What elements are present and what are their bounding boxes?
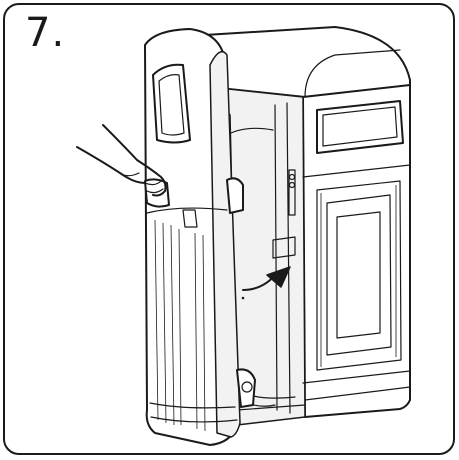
bin-body — [204, 26, 411, 426]
step-number: 7. — [25, 10, 66, 56]
instruction-panel: 7. — [3, 3, 455, 455]
bin-illustration — [76, 26, 411, 446]
bin-door — [144, 28, 256, 446]
curved-arrow-icon — [241, 266, 291, 300]
hand-icon — [76, 124, 167, 197]
